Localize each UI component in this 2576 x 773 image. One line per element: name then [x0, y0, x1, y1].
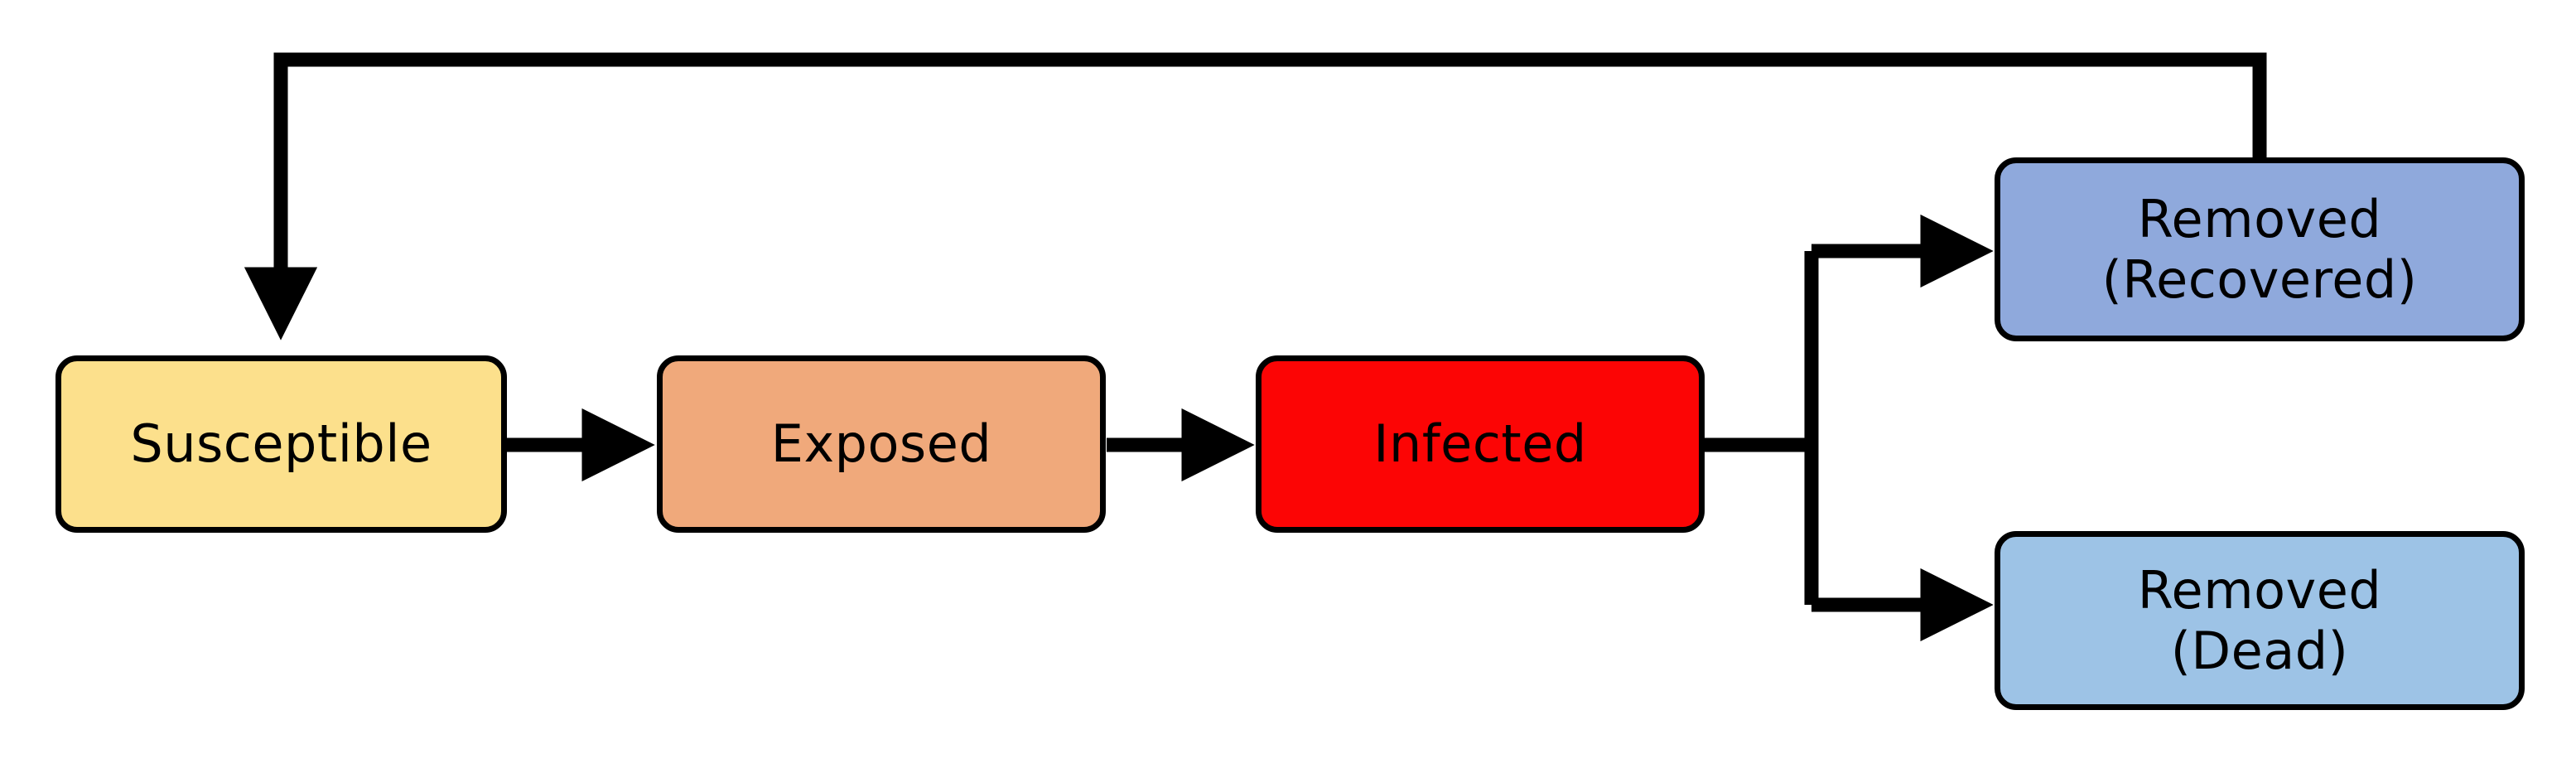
- node-removed-dead-label-line1: Removed: [2137, 559, 2382, 621]
- node-removed-recovered[interactable]: Removed (Recovered): [1995, 157, 2525, 341]
- node-removed-recovered-label-line2: (Recovered): [2101, 249, 2418, 310]
- node-infected[interactable]: Infected: [1256, 355, 1705, 533]
- node-exposed-label: Exposed: [770, 413, 992, 475]
- node-removed-dead-label-line2: (Dead): [2170, 621, 2349, 681]
- node-removed-recovered-label-line1: Removed: [2137, 188, 2382, 249]
- node-exposed[interactable]: Exposed: [657, 355, 1106, 533]
- node-infected-label: Infected: [1373, 413, 1587, 475]
- edge-recovered-to-susceptible: [244, 52, 2267, 341]
- node-susceptible-label: Susceptible: [130, 413, 432, 475]
- node-removed-dead[interactable]: Removed (Dead): [1995, 531, 2525, 710]
- node-susceptible[interactable]: Susceptible: [55, 355, 507, 533]
